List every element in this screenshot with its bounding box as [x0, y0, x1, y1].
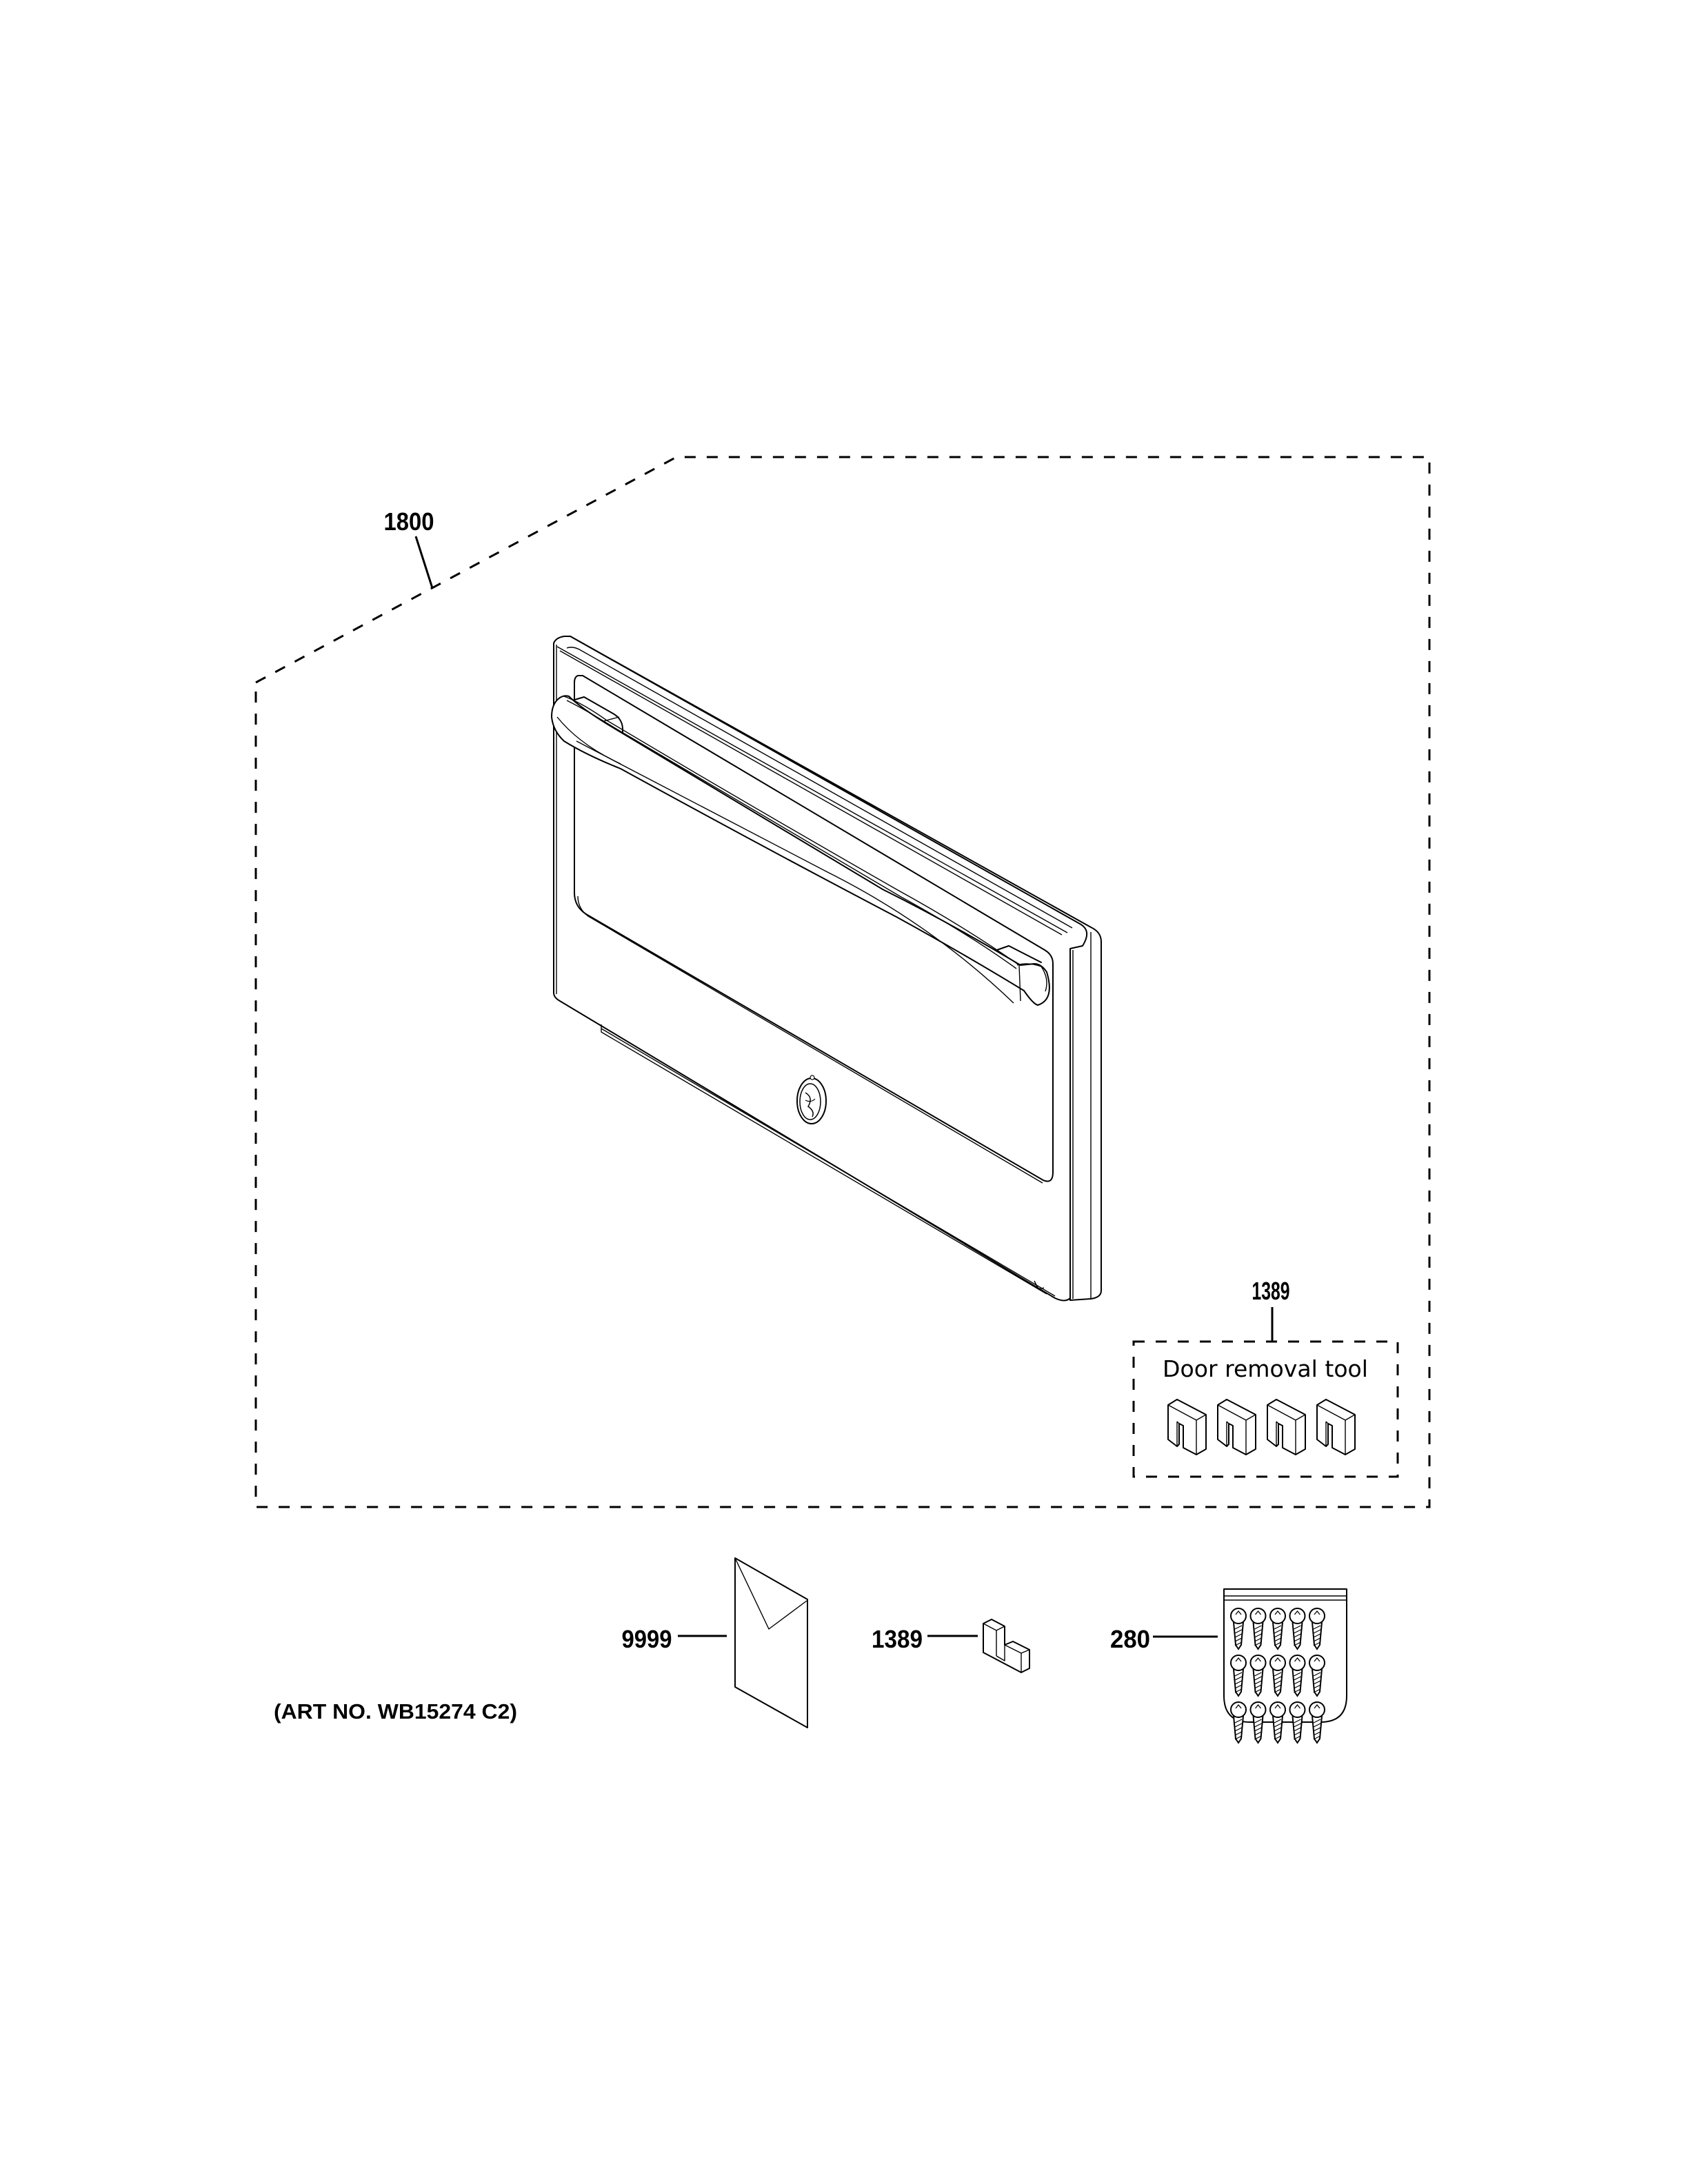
door-window-frame: [574, 675, 1054, 1182]
screw-icon: [1269, 1655, 1286, 1697]
door-removal-clip-icon: [1217, 1399, 1256, 1455]
screw-icon: [1269, 1608, 1286, 1650]
door-window-frame-bevel: [577, 896, 1043, 1184]
callout-280-label: 280: [1110, 1625, 1150, 1653]
door-handle-highlight-2: [566, 700, 1017, 969]
screw-grid: [1230, 1608, 1325, 1744]
door-top-trim-3: [566, 647, 1073, 929]
screw-icon: [1309, 1608, 1325, 1650]
callout-1800[interactable]: 1800: [384, 507, 434, 589]
callout-1389-group-label: 1389: [1252, 1277, 1290, 1305]
door-handle-highlight-1: [563, 696, 1020, 966]
door-removal-clip-icon: [1267, 1399, 1306, 1455]
handle-standoff-right: [992, 945, 1042, 963]
screw-icon: [1289, 1608, 1306, 1650]
art-number: (ART NO. WB15274 C2): [274, 1699, 517, 1723]
assembly-boundary: [254, 456, 1431, 1508]
screw-icon: [1230, 1655, 1247, 1697]
door-removal-tool-box: [1132, 1340, 1399, 1478]
door-bottom-notch: [1034, 1280, 1045, 1290]
callout-1389-label: 1389: [872, 1625, 923, 1653]
screw-icon: [1289, 1655, 1306, 1697]
door-handle-right-cap: [1016, 963, 1047, 992]
ge-logo-icon: [796, 1075, 827, 1124]
door-removal-clip-icon: [983, 1619, 1030, 1673]
envelope-icon: [734, 1557, 808, 1728]
door-bottom-strip-1: [601, 1024, 1047, 1295]
screw-icon: [1269, 1701, 1286, 1744]
door-handle[interactable]: [551, 695, 1050, 1006]
door-removal-clip-icon: [1316, 1399, 1356, 1455]
callout-1800-label: 1800: [384, 507, 434, 536]
screw-icon: [1309, 1655, 1325, 1697]
screw-bag-icon: [1223, 1588, 1347, 1744]
screw-icon: [1249, 1701, 1267, 1744]
screw-icon: [1249, 1608, 1267, 1650]
door-removal-tool-caption: Door removal tool: [1163, 1355, 1368, 1382]
part-280-screw-bag[interactable]: 280: [1110, 1588, 1347, 1744]
screw-icon: [1230, 1701, 1247, 1744]
door-top-trim-2: [559, 650, 1063, 936]
door-handle-right-cap-edge: [1018, 964, 1021, 1002]
handle-standoff-left: [572, 696, 623, 742]
door-handle-shadow-curve: [576, 740, 1014, 1004]
door-bottom-strip-2: [601, 1028, 1056, 1297]
door-removal-tool-group[interactable]: 1389 Door removal tool: [1132, 1277, 1399, 1478]
door-top-trim-1: [556, 646, 1068, 933]
door-removal-clip-icon: [1167, 1399, 1207, 1455]
part-1389-door-removal-tool[interactable]: 1389: [872, 1619, 1030, 1673]
screw-icon: [1230, 1608, 1247, 1650]
screw-icon: [1249, 1655, 1267, 1697]
screw-icon: [1309, 1701, 1325, 1744]
callout-1800-leader: [414, 536, 434, 589]
screw-icon: [1289, 1701, 1306, 1744]
part-9999-literature[interactable]: 9999: [622, 1557, 808, 1728]
callout-9999-label: 9999: [622, 1625, 672, 1653]
door-assembly-drawing[interactable]: [551, 636, 1102, 1302]
